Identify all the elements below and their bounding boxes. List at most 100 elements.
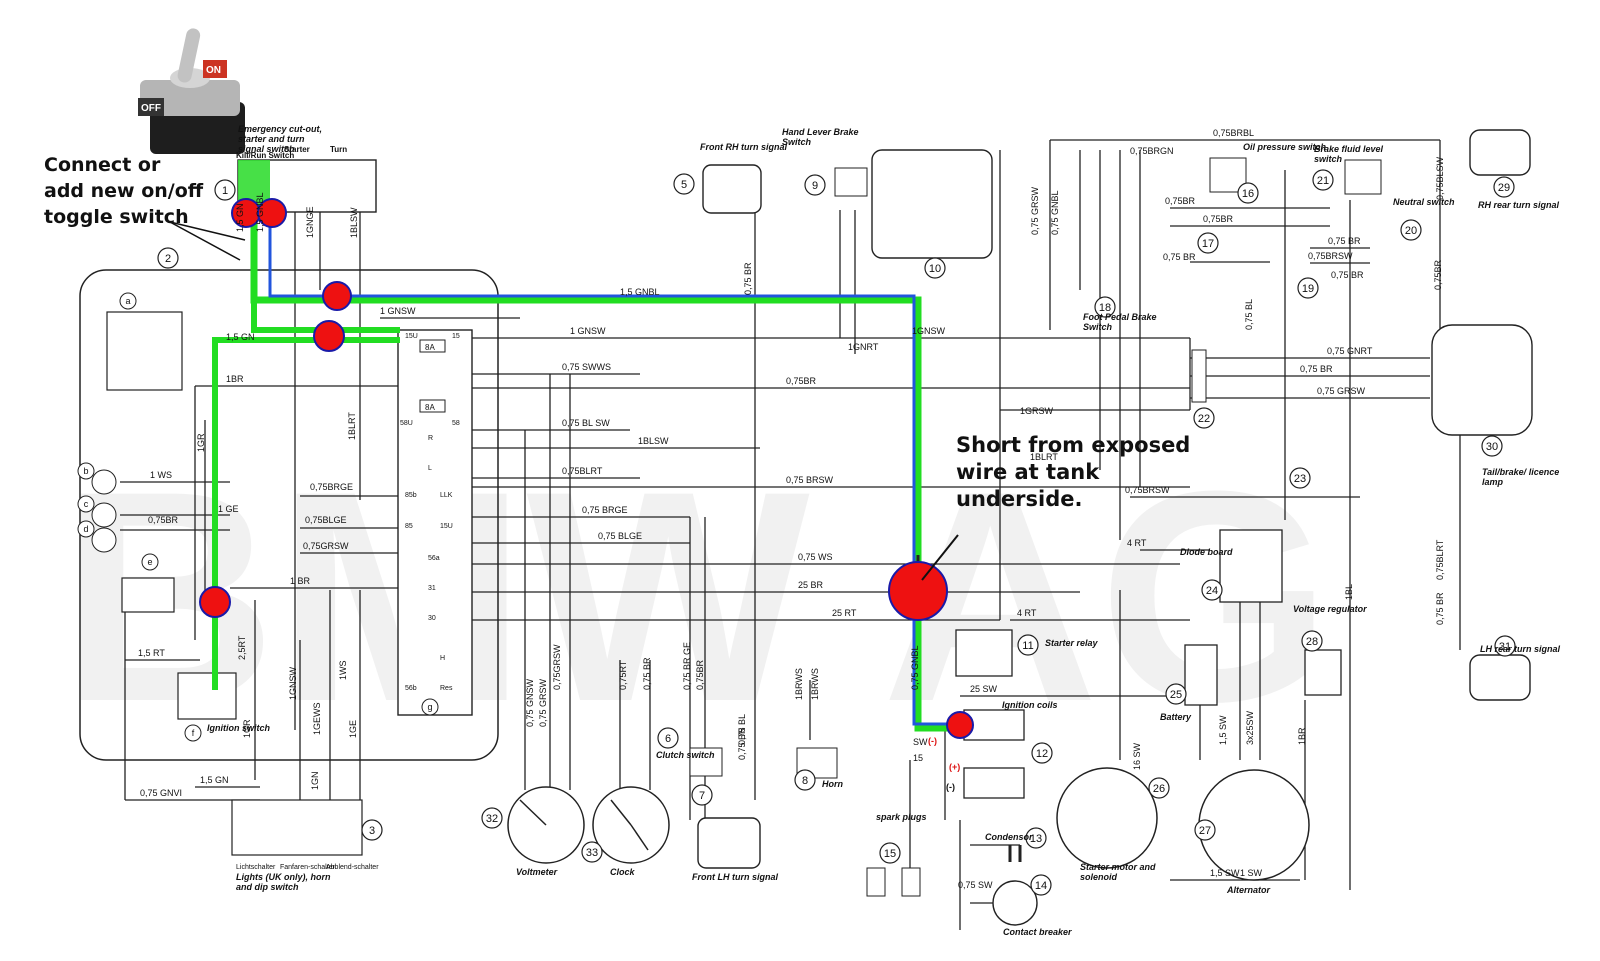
component-23: 23 xyxy=(1289,467,1311,489)
wire-label-vertical: 0,75BR xyxy=(1433,259,1443,290)
component-label: Emergency cut-out, xyxy=(238,124,322,134)
subcomponent-g: g xyxy=(427,702,432,712)
subcomponent-e: e xyxy=(147,557,152,567)
short-annotation-line: underside. xyxy=(956,487,1083,511)
component-label: Foot Pedal Brake xyxy=(1083,312,1157,322)
subcomponent-e-circle xyxy=(141,553,159,571)
subcomponent-b-circle xyxy=(77,462,95,480)
component-label: Voltmeter xyxy=(516,867,558,877)
switch3-sublabel: Fanfaren-schalter xyxy=(280,864,336,871)
battery-box xyxy=(1184,644,1218,706)
wire-label-vertical: 0,75GRSW xyxy=(552,644,562,690)
wire-label: 1,5 GN xyxy=(226,332,255,342)
toggle-on-label: ON xyxy=(206,65,221,76)
component-number-circle xyxy=(1031,742,1053,764)
component-label: Switch xyxy=(782,137,812,147)
component-number: 19 xyxy=(1302,283,1314,295)
starter-label: Starter xyxy=(284,145,310,154)
component-number-circle xyxy=(673,173,695,195)
ignition-switch-box xyxy=(177,672,237,720)
wire-label: 0,75 BR xyxy=(1300,364,1333,374)
wire-label-vertical: 1BR xyxy=(1297,727,1307,745)
wire-label: 0,75 GNRT xyxy=(1327,346,1373,356)
component-number: 2 xyxy=(165,253,171,265)
component-number: 17 xyxy=(1202,238,1214,250)
component-17: 17 xyxy=(1197,232,1219,254)
short-annotation-line: Short from exposed xyxy=(956,433,1191,457)
component-number: 3 xyxy=(369,825,375,837)
toggle-annotation-line: add new on/off xyxy=(44,180,204,202)
subcomponent-d-circle xyxy=(77,520,95,538)
wire-label: 0,75BRSW xyxy=(1308,251,1353,261)
component-number-circle xyxy=(1094,296,1116,318)
component-label: starter and turn xyxy=(238,134,305,144)
relay-10-box xyxy=(871,149,993,259)
component-number: 26 xyxy=(1153,783,1165,795)
component-number: 14 xyxy=(1035,880,1047,892)
fuse-block-g: 8A 8A 15U 15 58U 58 R L 85b LLK 85 15U 5… xyxy=(397,329,473,716)
wire-label: 25 SW xyxy=(970,684,998,694)
subcomponent-c: c xyxy=(84,499,89,509)
wire-label: 1 GNSW xyxy=(380,306,416,316)
component-number: 18 xyxy=(1099,302,1111,314)
wire-label: 1 WS xyxy=(150,470,172,480)
coil-marker: (-) xyxy=(928,736,937,746)
wire-label-vertical: 1,5 SW xyxy=(1218,715,1228,745)
component-number-circle xyxy=(804,174,826,196)
component-label: Battery xyxy=(1160,712,1192,722)
component-number-circle xyxy=(1481,435,1503,457)
component-number: 1 xyxy=(222,185,228,197)
wire-label: 0,75BR xyxy=(1203,214,1234,224)
terminal-label: 58U xyxy=(400,420,413,427)
component-number-circle xyxy=(1301,630,1323,652)
terminal-label: 85b xyxy=(405,492,417,499)
component-number: 24 xyxy=(1206,585,1218,597)
contact-breaker xyxy=(992,880,1038,926)
wire-label: 25 RT xyxy=(832,608,857,618)
component-number: 6 xyxy=(665,733,671,745)
harness-box xyxy=(79,269,499,761)
wire-label: 4 RT xyxy=(1017,608,1037,618)
component-label: Oil pressure switch xyxy=(1243,142,1327,152)
component-number: 27 xyxy=(1199,825,1211,837)
fault-markers xyxy=(199,198,974,739)
component-number: 15 xyxy=(884,848,896,860)
terminal-label: 31 xyxy=(428,585,436,592)
wire-label-vertical: 0,75 BR xyxy=(1435,592,1445,625)
wire-label-vertical: 1,5 GNBL xyxy=(255,192,265,232)
component-number-circle xyxy=(1289,467,1311,489)
component-15: 15 spark plugs xyxy=(876,812,927,864)
wire-label-vertical: 0,75 GNBL xyxy=(1050,190,1060,235)
wire-label-vertical: 0,75BR xyxy=(695,659,705,690)
wire-label: 0,75BR xyxy=(1165,196,1196,206)
component-label: spark plugs xyxy=(876,812,927,822)
wire-label: 1 GE xyxy=(218,504,239,514)
subcomponent-d: d xyxy=(83,524,88,534)
starter-motor xyxy=(1056,767,1158,869)
subcomponent-g-circle xyxy=(421,698,439,716)
wire-label: 0,75BRSW xyxy=(1125,485,1170,495)
component-label: and dip switch xyxy=(236,882,299,892)
wire-label: SW xyxy=(913,737,928,747)
component-label: lamp xyxy=(1482,477,1504,487)
starter-relay-box xyxy=(955,629,1013,677)
component-label: RH rear turn signal xyxy=(1478,200,1560,210)
lh-rear-turn-box xyxy=(1469,654,1531,701)
wire-label: 0,75 BL SW xyxy=(562,418,610,428)
component-number-circle xyxy=(361,819,383,841)
wire-label-vertical: 1,5 GN xyxy=(235,203,245,232)
terminal-label: L xyxy=(428,465,432,472)
